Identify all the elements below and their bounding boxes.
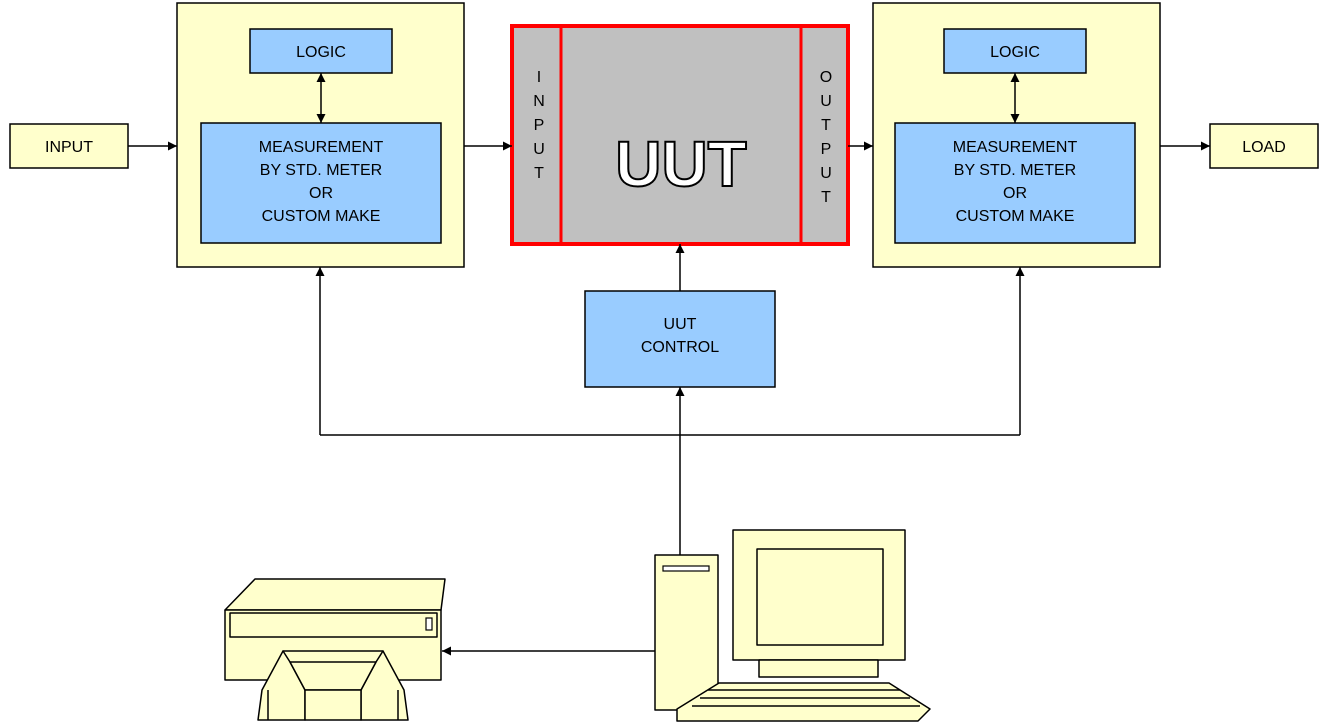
load-box: LOAD — [1209, 123, 1319, 169]
uut-control-line-2: CONTROL — [641, 339, 719, 356]
left-measurement-module: LOGIC MEASUREMENT BY STD. METER OR CUSTO… — [176, 2, 465, 268]
load-label: LOAD — [1242, 139, 1286, 156]
right-measurement-line-4: CUSTOM MAKE — [956, 208, 1075, 225]
left-measurement-line-4: CUSTOM MAKE — [262, 208, 381, 225]
desktop-computer-icon — [654, 529, 931, 722]
svg-text:P: P — [821, 141, 832, 158]
connectors — [128, 73, 1210, 656]
left-measurement-line-1: MEASUREMENT — [259, 139, 384, 156]
right-measurement-box: MEASUREMENT BY STD. METER OR CUSTOM MAKE — [894, 122, 1136, 244]
left-measurement-box: MEASUREMENT BY STD. METER OR CUSTOM MAKE — [200, 122, 442, 244]
svg-text:U: U — [820, 165, 832, 182]
svg-text:T: T — [534, 165, 544, 182]
input-label: INPUT — [45, 139, 93, 156]
uut-control-box: UUT CONTROL — [584, 290, 776, 388]
uut-block: UUT I N P U T O U T P U T — [510, 24, 850, 246]
uut-title: UUT — [615, 128, 747, 200]
right-measurement-line-3: OR — [1003, 185, 1027, 202]
svg-text:U: U — [820, 93, 832, 110]
right-measurement-module: LOGIC MEASUREMENT BY STD. METER OR CUSTO… — [872, 2, 1161, 268]
right-measurement-line-2: BY STD. METER — [954, 162, 1076, 179]
uut-control-line-1: UUT — [664, 316, 697, 333]
right-logic-box: LOGIC — [943, 28, 1087, 74]
right-measurement-line-1: MEASUREMENT — [953, 139, 1078, 156]
svg-text:N: N — [533, 93, 545, 110]
svg-text:O: O — [820, 69, 832, 86]
svg-text:T: T — [821, 117, 831, 134]
svg-text:T: T — [821, 189, 831, 206]
uut-output-label: O U T P U T — [820, 69, 832, 206]
left-logic-box: LOGIC — [249, 28, 393, 74]
svg-text:I: I — [537, 69, 541, 86]
input-box: INPUT — [9, 123, 129, 169]
svg-text:P: P — [534, 117, 545, 134]
uut-input-label: I N P U T — [533, 69, 545, 182]
svg-text:U: U — [533, 141, 545, 158]
left-measurement-line-3: OR — [309, 185, 333, 202]
printer-icon — [224, 578, 446, 721]
left-logic-label: LOGIC — [296, 44, 346, 61]
right-logic-label: LOGIC — [990, 44, 1040, 61]
left-measurement-line-2: BY STD. METER — [260, 162, 382, 179]
